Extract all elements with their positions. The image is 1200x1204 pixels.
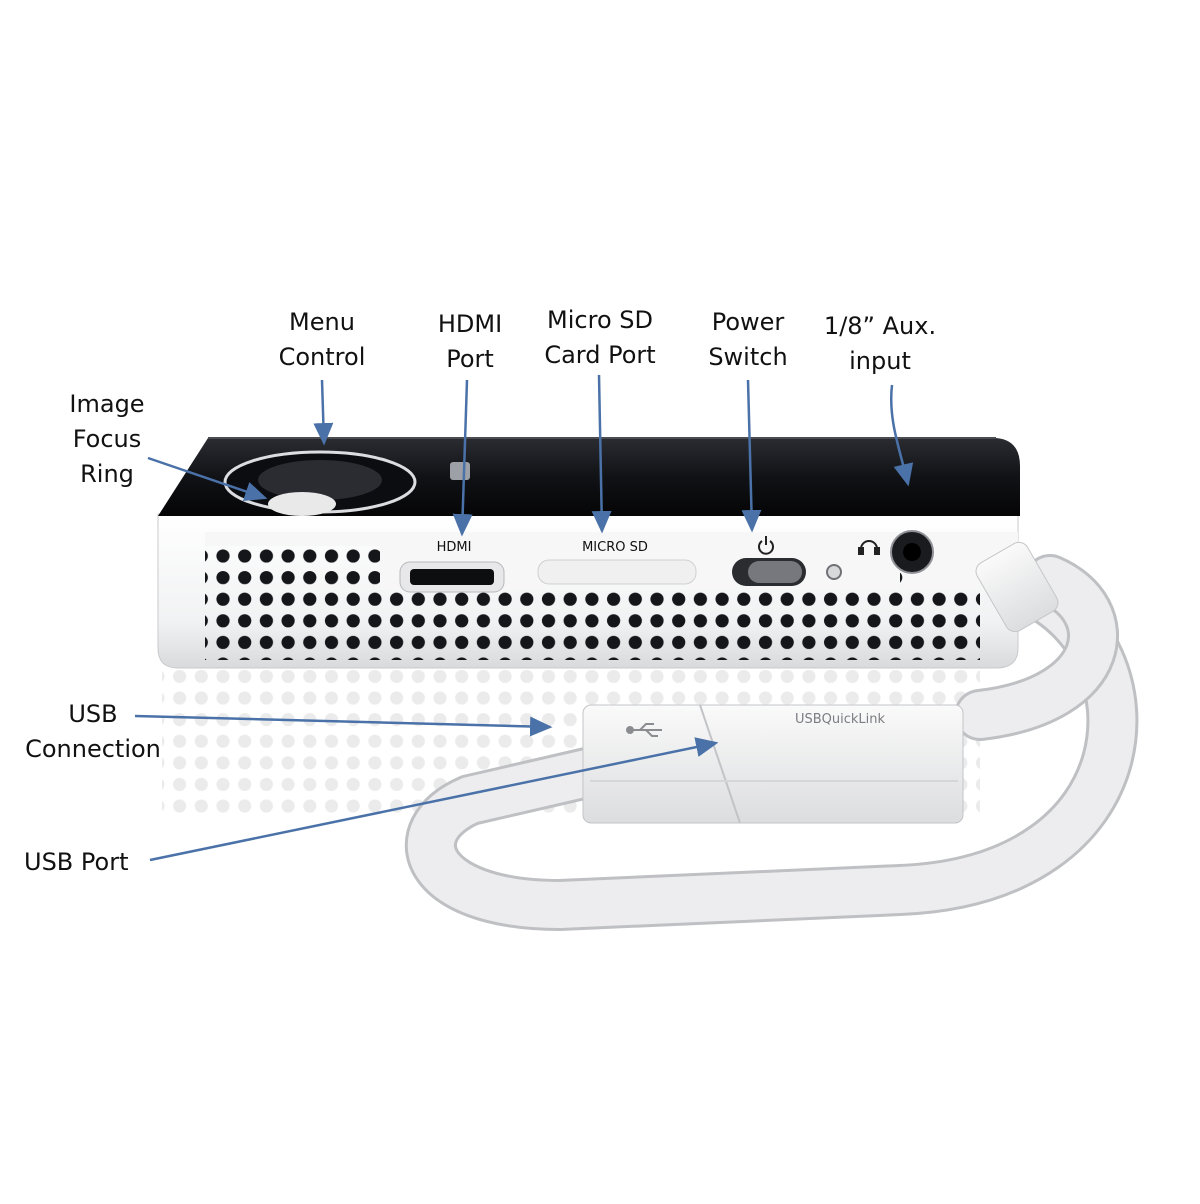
callout-line: Card Port [544, 341, 656, 369]
callout-image-focus-ring: Image Focus Ring [52, 387, 162, 492]
callout-line: USB Port [24, 848, 129, 876]
arrow-usb-connection [134, 714, 553, 737]
callout-power-switch: Power Switch [690, 305, 806, 375]
callout-arrows [134, 374, 914, 862]
callout-menu-control: Menu Control [262, 305, 382, 375]
hdmi-port [399, 561, 505, 593]
callout-line: Image [69, 390, 145, 418]
callout-line: Micro SD [547, 306, 653, 334]
status-led [826, 564, 842, 580]
callout-line: Power [711, 308, 785, 336]
usb-icon [626, 723, 662, 737]
callout-aux-input: 1/8” Aux. input [810, 309, 950, 379]
focus-ring [223, 450, 417, 516]
arrow-image-focus [147, 456, 268, 501]
aux-jack [890, 530, 934, 574]
arrow-power [741, 379, 762, 533]
callout-usb-port: USB Port [24, 845, 154, 880]
hdmi-device-label: HDMI [437, 540, 472, 555]
callout-line: Ring [80, 460, 134, 488]
callout-line: Focus [72, 425, 142, 453]
callout-line: Menu [289, 308, 355, 336]
callout-line: Control [278, 343, 366, 371]
arrow-aux [890, 384, 914, 487]
arrow-usb-port [149, 737, 719, 862]
arrow-micro-sd [591, 374, 612, 534]
callout-line: Port [446, 345, 494, 373]
callout-line: Connection [25, 735, 161, 763]
power-switch [732, 558, 806, 586]
callout-hdmi-port: HDMI Port [420, 307, 520, 377]
micro-sd-device-label: MICRO SD [582, 540, 648, 555]
callout-micro-sd-card-port: Micro SD Card Port [530, 303, 670, 373]
usb-connector [582, 704, 964, 824]
callout-line: input [849, 347, 911, 375]
callout-line: USB [68, 700, 118, 728]
menu-button [450, 462, 470, 480]
callout-line: HDMI [437, 310, 503, 338]
power-icon [758, 536, 774, 555]
micro-sd-slot [537, 559, 697, 585]
headphones-icon [858, 540, 880, 555]
callout-line: Switch [708, 343, 788, 371]
usb-brand-label: USBQuickLink [795, 712, 886, 727]
arrow-hdmi [452, 379, 473, 537]
callout-usb-connection: USB Connection [20, 697, 166, 767]
usb-cable [404, 541, 1139, 932]
arrow-menu-control [313, 379, 334, 446]
callout-line: 1/8” Aux. [823, 312, 937, 340]
